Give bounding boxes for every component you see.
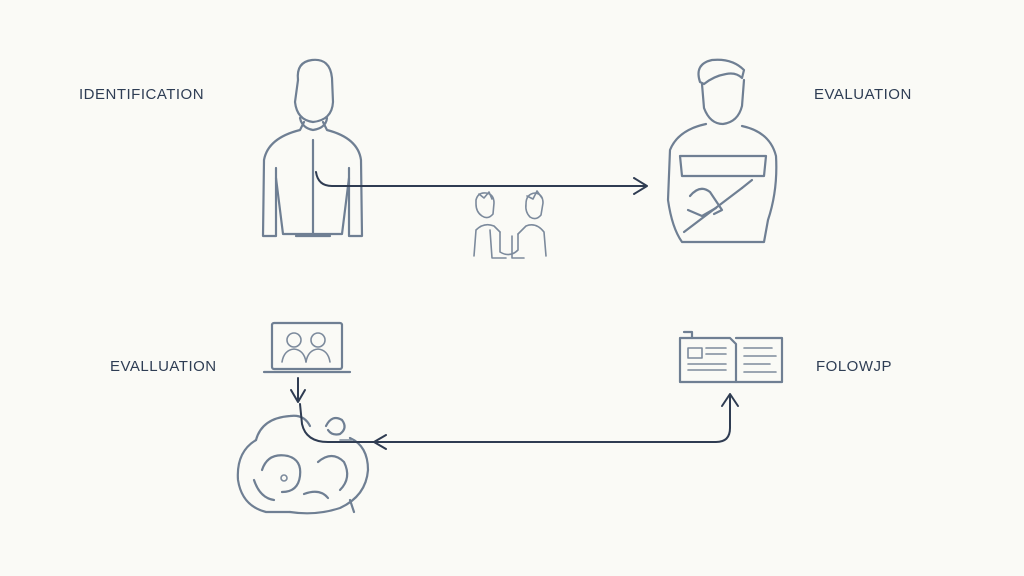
person-with-clipboard-icon	[666, 58, 778, 244]
person-icon	[261, 58, 364, 238]
open-book-icon	[678, 330, 784, 384]
label-followup: FOLOWJP	[816, 358, 893, 375]
arrow-top	[315, 171, 648, 195]
label-evaluation-bottom: EVALLUATION	[110, 358, 217, 375]
label-identification: IDENTIFICATION	[79, 86, 205, 103]
arrow-bottom	[299, 393, 739, 450]
two-people-icon	[473, 190, 547, 259]
video-call-laptop-icon	[262, 321, 352, 374]
abstract-cloud-icon	[236, 414, 370, 515]
arrow-down-left	[290, 377, 306, 403]
label-evaluation-top: EVALUATION	[814, 86, 912, 103]
